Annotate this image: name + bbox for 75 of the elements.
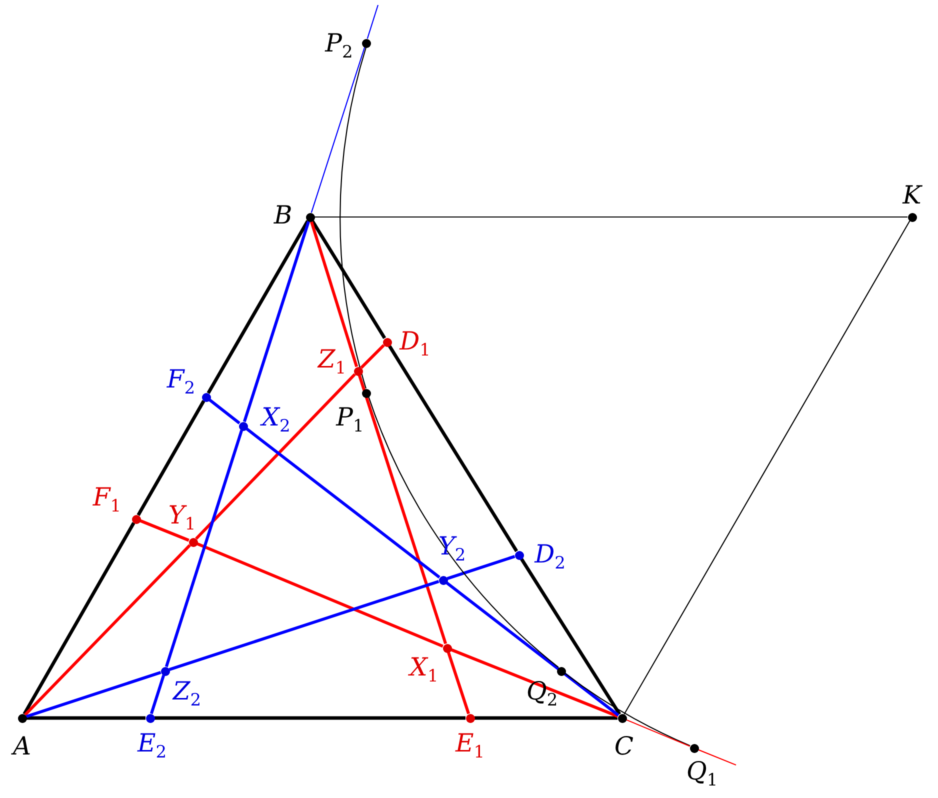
point-marker	[438, 576, 448, 584]
point-label: P$_{1}$	[336, 404, 364, 436]
point-label: F$_{2}$	[166, 366, 196, 398]
point-label: Q$_{2}$	[526, 678, 558, 710]
line-segment	[24, 544, 191, 716]
point-marker	[618, 714, 626, 722]
point-label: F$_{1}$	[92, 484, 122, 516]
line-segment	[136, 400, 206, 516]
line-segment	[446, 582, 620, 716]
point-label: X$_{1}$	[410, 654, 438, 686]
point-marker	[362, 38, 370, 48]
point-marker	[466, 714, 474, 722]
line-segment	[26, 670, 162, 718]
point-marker	[362, 388, 370, 398]
line-segment	[206, 220, 310, 394]
line-segment	[164, 430, 244, 668]
point-marker	[514, 550, 524, 560]
point-label: Z$_{2}$	[172, 678, 202, 710]
point-label: K	[902, 182, 922, 208]
arc-segment	[564, 672, 690, 746]
point-label: B	[274, 202, 292, 228]
line-segment	[26, 716, 146, 720]
point-marker	[132, 514, 140, 524]
point-label: E$_{2}$	[137, 730, 167, 762]
line-segment	[150, 674, 166, 714]
point-marker	[202, 392, 210, 402]
arc-segment	[340, 47, 367, 389]
point-marker	[238, 422, 248, 430]
line-segment	[624, 220, 910, 714]
line-segment	[195, 373, 356, 540]
point-label: A	[12, 734, 32, 758]
line-segment	[168, 580, 440, 672]
line-segment	[626, 719, 690, 747]
point-marker	[908, 212, 916, 222]
line-segment	[520, 558, 622, 716]
line-segment	[446, 652, 470, 714]
point-marker	[382, 338, 392, 346]
point-label: E$_{1}$	[455, 730, 485, 762]
line-segment	[154, 716, 466, 720]
point-label: D$_{2}$	[534, 542, 566, 572]
line-segment	[208, 398, 240, 424]
point-marker	[146, 714, 154, 722]
line-segment	[246, 428, 440, 578]
arc-segment	[368, 396, 559, 668]
line-segment	[360, 344, 385, 369]
point-label: X$_{2}$	[262, 404, 290, 436]
point-label: Z$_{1}$	[318, 346, 346, 378]
point-marker	[354, 366, 362, 376]
point-label: Y$_{1}$	[168, 502, 196, 534]
point-marker	[306, 212, 314, 222]
point-label: D$_{1}$	[400, 328, 430, 360]
line-segment	[366, 4, 379, 39]
line-segment	[242, 220, 310, 422]
point-marker	[690, 744, 698, 752]
line-segment	[140, 519, 190, 542]
line-segment	[310, 220, 386, 340]
line-segment	[358, 374, 448, 644]
line-segment	[310, 220, 358, 368]
line-segment	[446, 554, 516, 580]
point-marker	[442, 644, 452, 652]
line-segment	[474, 716, 618, 720]
point-marker	[18, 714, 26, 722]
point-marker	[556, 666, 566, 676]
point-label: C	[614, 734, 634, 758]
point-label: Q$_{1}$	[686, 758, 718, 790]
point-marker	[160, 666, 170, 676]
line-segment	[698, 749, 736, 766]
point-label: P$_{2}$	[325, 30, 353, 62]
line-segment	[388, 344, 518, 552]
point-marker	[188, 538, 198, 546]
line-segment	[314, 216, 908, 218]
line-segment	[196, 542, 444, 648]
line-segment	[22, 522, 136, 715]
line-segment	[450, 648, 618, 718]
line-segment	[310, 47, 366, 213]
